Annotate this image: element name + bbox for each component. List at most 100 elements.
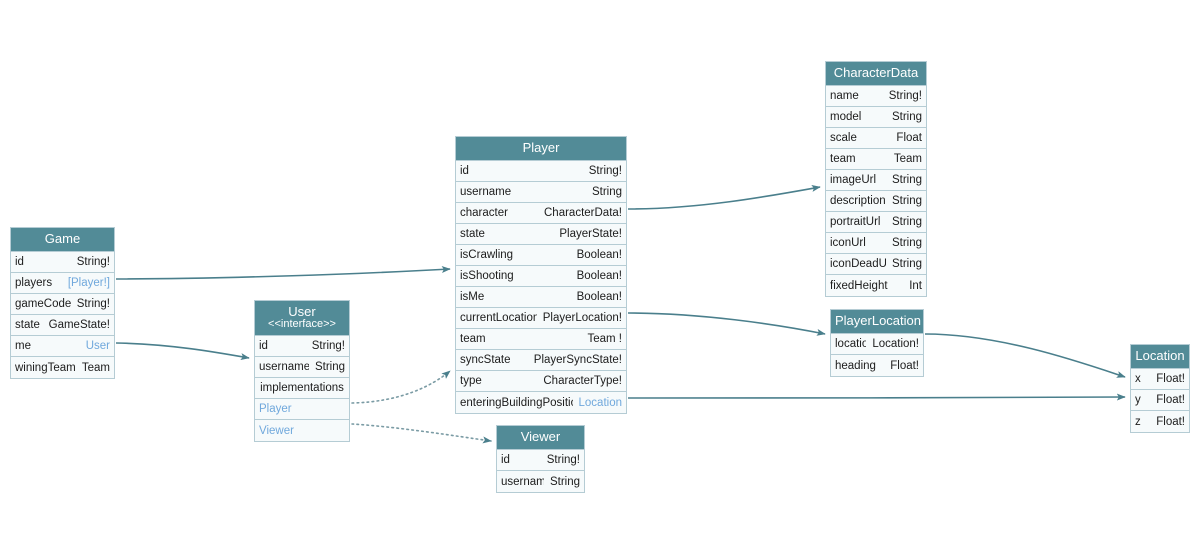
field-type: PlayerSyncState! [533,354,622,366]
field-type-link[interactable]: PlayerLocation [542,312,619,324]
field-name: model [830,111,862,123]
table-row[interactable]: x Float! [1131,369,1189,390]
entity-player[interactable]: Player id String! username String charac… [455,136,627,414]
table-row[interactable]: z Float! [1131,411,1189,432]
table-row[interactable]: winingTeam Team [11,357,114,378]
field-name: gameCode [15,298,71,310]
implementations-label: implementations [260,382,344,394]
table-row[interactable]: username String [456,182,626,203]
entity-user[interactable]: User <<interface>> id String! username S… [254,300,350,442]
table-row[interactable]: character CharacterData! [456,203,626,224]
entity-playerlocation-fields: location Location! heading Float! [831,334,923,376]
field-type: String! [76,256,110,268]
table-row[interactable]: isCrawling Boolean! [456,245,626,266]
field-type-link[interactable]: Location [872,338,916,350]
entity-viewer[interactable]: Viewer id String! username String [496,425,585,493]
field-name: isShooting [460,270,514,282]
table-row[interactable]: portraitUrl String [826,212,926,233]
entity-game-title: Game [11,228,114,252]
table-row[interactable]: id String! [456,161,626,182]
field-name: heading [835,359,876,372]
table-row[interactable]: iconUrl String [826,233,926,254]
entity-user-name: User [288,304,316,319]
edge-user-implements-player [351,370,451,404]
entity-location-title: Location [1131,345,1189,369]
field-type-link[interactable]: CharacterData [544,207,619,219]
field-type: String! [888,90,922,102]
table-row[interactable]: model String [826,107,926,128]
entity-characterdata[interactable]: CharacterData name String! model String … [825,61,927,297]
entity-player-fields: id String! username String character Cha… [456,161,626,413]
table-row[interactable]: state GameState! [11,315,114,336]
field-name: description [830,195,886,207]
edge-game-players-to-player [115,265,451,280]
field-name: iconUrl [830,237,866,249]
implementation-name: Player [259,403,292,415]
table-row[interactable]: me User [11,336,114,357]
field-name: username [460,186,512,198]
field-name: username [259,361,309,373]
implementation-player[interactable]: Player [255,399,349,420]
table-row[interactable]: heading Float! [831,355,923,376]
field-name: isCrawling [460,249,514,261]
field-type: Boolean! [576,291,622,303]
field-type[interactable]: CharacterData! [544,207,622,219]
table-row[interactable]: iconDeadUrl String [826,254,926,275]
field-name: id [259,340,268,352]
table-row[interactable]: imageUrl String [826,170,926,191]
table-row[interactable]: gameCode String! [11,294,114,315]
table-row[interactable]: name String! [826,86,926,107]
table-row[interactable]: syncState PlayerSyncState! [456,350,626,371]
table-row[interactable]: team Team [826,149,926,170]
table-row[interactable]: username String [497,471,584,492]
table-row[interactable]: state PlayerState! [456,224,626,245]
entity-playerlocation[interactable]: PlayerLocation location Location! headin… [830,309,924,377]
table-row[interactable]: username String [255,357,349,378]
field-type: String [891,111,922,123]
field-type[interactable]: PlayerLocation! [543,312,622,324]
field-name: imageUrl [830,174,877,186]
field-type: String! [311,340,345,352]
table-row[interactable]: isShooting Boolean! [456,266,626,287]
field-type: String [591,186,622,198]
field-type: Float! [1156,373,1185,385]
field-name: username [501,475,544,488]
implementation-viewer[interactable]: Viewer [255,420,349,441]
table-row[interactable]: currentLocation PlayerLocation! [456,308,626,329]
entity-game[interactable]: Game id String! players [Player!] gameCo… [10,227,115,379]
entity-user-fields: id String! username String implementatio… [255,336,349,441]
table-row[interactable]: team Team ! [456,329,626,350]
table-row[interactable]: location Location! [831,334,923,355]
field-type: Team [81,361,110,374]
entity-characterdata-title: CharacterData [826,62,926,86]
table-row[interactable]: type CharacterType! [456,371,626,392]
table-row[interactable]: enteringBuildingPosition Location [456,392,626,413]
field-type-bang: ! [618,312,622,324]
field-type: Float! [890,359,919,372]
table-row[interactable]: scale Float [826,128,926,149]
table-row[interactable]: description String [826,191,926,212]
table-row[interactable]: fixedHeight Int [826,275,926,296]
field-name: scale [830,132,857,144]
edge-game-me-to-user [115,342,250,361]
table-row[interactable]: isMe Boolean! [456,287,626,308]
table-row[interactable]: id String! [255,336,349,357]
table-row[interactable]: y Float! [1131,390,1189,411]
entity-user-stereotype: <<interface>> [268,318,336,330]
field-type: PlayerState! [559,228,622,240]
field-type[interactable]: Location! [872,338,919,350]
table-row[interactable]: id String! [11,252,114,273]
entity-viewer-fields: id String! username String [497,450,584,492]
table-row[interactable]: players [Player!] [11,273,114,294]
table-row[interactable]: id String! [497,450,584,471]
field-type[interactable]: Location [578,396,622,409]
field-type: Int [909,279,922,292]
field-type: String [891,216,922,228]
entity-location[interactable]: Location x Float! y Float! z Float! [1130,344,1190,433]
field-name: state [15,319,40,331]
field-type: String [891,237,922,249]
field-name: id [460,165,469,177]
field-type[interactable]: [Player!] [67,277,110,289]
field-type[interactable]: User [85,340,110,352]
